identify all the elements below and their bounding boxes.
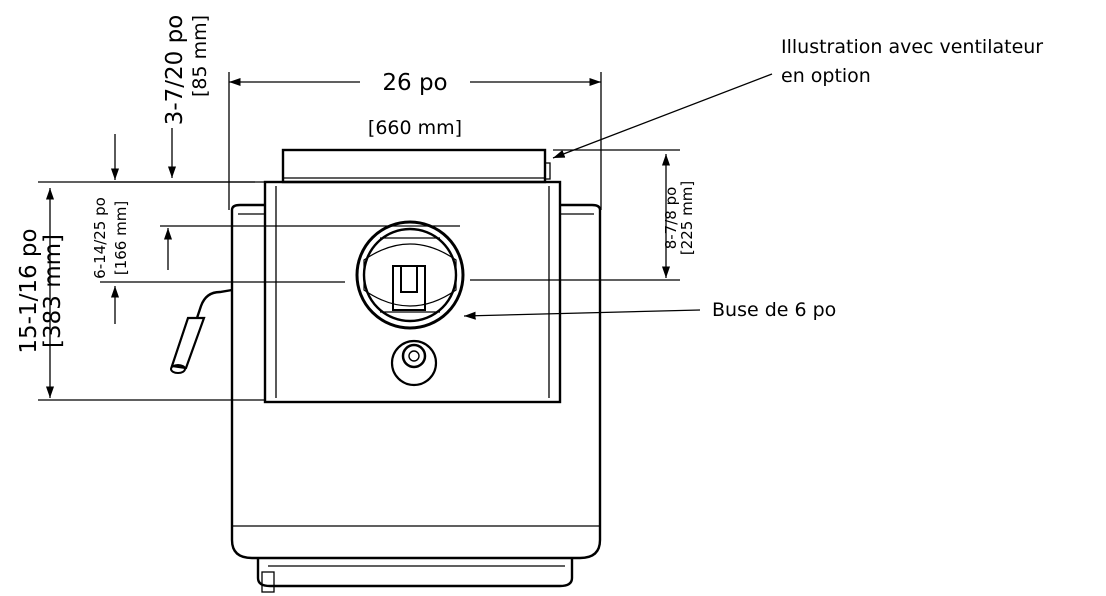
nozzle-callout-label: Buse de 6 po	[712, 299, 836, 321]
fan-height-dimension	[470, 149, 680, 281]
fan-callout-line1: Illustration avec ventilateur	[781, 36, 1043, 58]
nozzle-offset-dimension	[100, 134, 460, 324]
flue-nozzle	[355, 220, 465, 330]
fan-height-po-label: 8-7/8 po	[662, 187, 680, 250]
fan-callout-line2: en option	[781, 65, 871, 87]
nozzle-callout-leader	[463, 309, 701, 320]
top-offset-mm-label: [85 mm]	[189, 15, 211, 97]
nozzle-offset-po-label: 6-14/25 po	[91, 197, 109, 279]
optional-fan-housing	[281, 148, 551, 184]
height-po-label: 15-1/16 po	[16, 228, 42, 353]
nozzle-offset-mm-label: [166 mm]	[112, 201, 130, 275]
height-mm-label: [383 mm]	[40, 234, 66, 348]
air-control-knob	[390, 339, 438, 387]
fan-height-mm-label: [225 mm]	[678, 181, 696, 255]
width-mm-label: [660 mm]	[368, 117, 462, 139]
fan-callout-leader	[552, 73, 773, 159]
stove-body	[230, 203, 602, 593]
door-handle	[170, 288, 233, 374]
width-po-label: 26 po	[382, 70, 447, 96]
top-offset-po-label: 3-7/20 po	[162, 15, 188, 126]
width-dimension	[228, 72, 602, 210]
